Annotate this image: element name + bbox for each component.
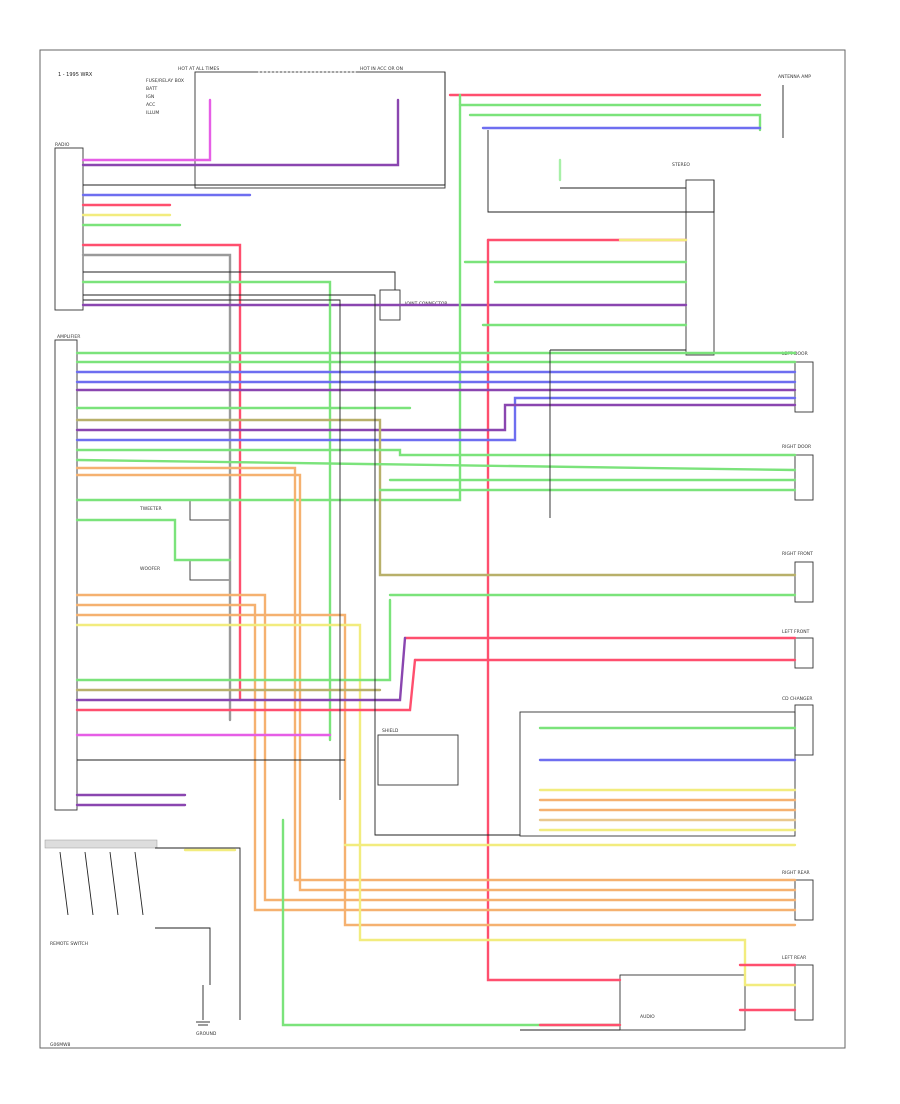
fuse-list: FUSE/RELAY BOX BATT IGN ACC ILLUM xyxy=(146,78,184,116)
wire-red-47 xyxy=(75,658,417,712)
svg-text:WOOFER: WOOFER xyxy=(140,566,160,572)
wire-green-59 xyxy=(281,818,622,1027)
wire-orange-40 xyxy=(75,613,797,927)
wire-purple-28 xyxy=(75,403,797,432)
svg-text:RIGHT FRONT: RIGHT FRONT xyxy=(782,551,813,557)
wire-green-36 xyxy=(75,518,232,562)
svg-text:GROUND: GROUND xyxy=(196,1031,217,1037)
wire-orange-39 xyxy=(75,603,797,912)
top-left-label: 1 - 1995 WRX xyxy=(58,72,93,78)
svg-text:IGN: IGN xyxy=(146,94,154,100)
wire-harness xyxy=(75,93,797,1027)
antenna-label: ANTENNA AMP xyxy=(778,74,811,80)
speaker-left-rear: LEFT REAR xyxy=(782,955,814,1021)
tweeter-box-left xyxy=(189,499,231,521)
speaker-right-rear: RIGHT REAR xyxy=(782,870,814,921)
svg-text:BATT: BATT xyxy=(146,86,157,92)
cd-changer-block: CD CHANGER xyxy=(782,696,814,756)
stereo-relay-label: STEREO xyxy=(672,162,690,168)
wire-yellow-41 xyxy=(75,623,797,987)
wire-green-30 xyxy=(75,448,797,457)
diagram-frame xyxy=(39,49,846,1049)
hot-in-acc-label: HOT IN ACC OR ON xyxy=(360,66,403,72)
speaker-left-front: LEFT FRONT xyxy=(782,629,814,669)
amplifier-label: AMPLIFIER xyxy=(57,334,80,340)
audio-label: AUDIO xyxy=(640,1014,655,1020)
amplifier-block xyxy=(54,339,78,811)
svg-text:REMOTE SWITCH: REMOTE SWITCH xyxy=(50,941,88,947)
wire-green-44 xyxy=(75,598,392,682)
svg-text:CD CHANGER: CD CHANGER xyxy=(782,696,812,702)
svg-text:FUSE/RELAY BOX: FUSE/RELAY BOX xyxy=(146,78,184,84)
wire-orange-34 xyxy=(75,466,797,882)
center-module xyxy=(377,734,459,786)
radio-label: RADIO xyxy=(55,142,70,148)
stereo-relay-block xyxy=(685,179,715,356)
fuse-box-outline xyxy=(194,71,446,189)
wire-purple-1 xyxy=(81,98,400,167)
svg-text:ACC: ACC xyxy=(146,102,155,108)
svg-text:LEFT REAR: LEFT REAR xyxy=(782,955,806,961)
bottom-connector-box xyxy=(619,974,746,1031)
remote-switch-group: REMOTE SWITCH xyxy=(44,839,158,947)
wire-red-6 xyxy=(81,243,242,702)
wire-pink-0 xyxy=(81,98,212,162)
wire-olive-29 xyxy=(75,418,797,577)
wire-blue-27 xyxy=(75,396,797,442)
speaker-right-door: RIGHT DOOR xyxy=(782,444,814,501)
wire-orange-35 xyxy=(75,473,797,892)
wire-green-9 xyxy=(81,280,332,742)
wire-green-19 xyxy=(75,93,462,502)
wire-gray-7 xyxy=(81,253,232,722)
cd-changer-connector xyxy=(519,711,796,837)
svg-text:RIGHT DOOR: RIGHT DOOR xyxy=(782,444,811,450)
wire-orange-38 xyxy=(75,593,797,902)
wire-green-31 xyxy=(75,458,797,472)
wire-purple-46 xyxy=(75,636,407,702)
hot-at-all-times-label: HOT AT ALL TIMES xyxy=(178,66,219,72)
svg-text:ILLUM: ILLUM xyxy=(146,110,159,116)
wire-red-18 xyxy=(486,238,622,982)
speaker-right-front: RIGHT FRONT xyxy=(782,551,814,603)
woofer-box-left xyxy=(189,559,231,581)
svg-text:RIGHT REAR: RIGHT REAR xyxy=(782,870,810,876)
svg-text:LEFT FRONT: LEFT FRONT xyxy=(782,629,810,635)
wire-green-12 xyxy=(468,113,762,132)
corner-code: G06MW8 xyxy=(50,1042,71,1048)
svg-text:SHIELD: SHIELD xyxy=(382,728,399,734)
ground-symbol: GROUND xyxy=(196,985,217,1037)
black-wire-lines xyxy=(77,72,715,1031)
radio-block xyxy=(54,147,84,311)
svg-text:TWEETER: TWEETER xyxy=(139,506,162,512)
